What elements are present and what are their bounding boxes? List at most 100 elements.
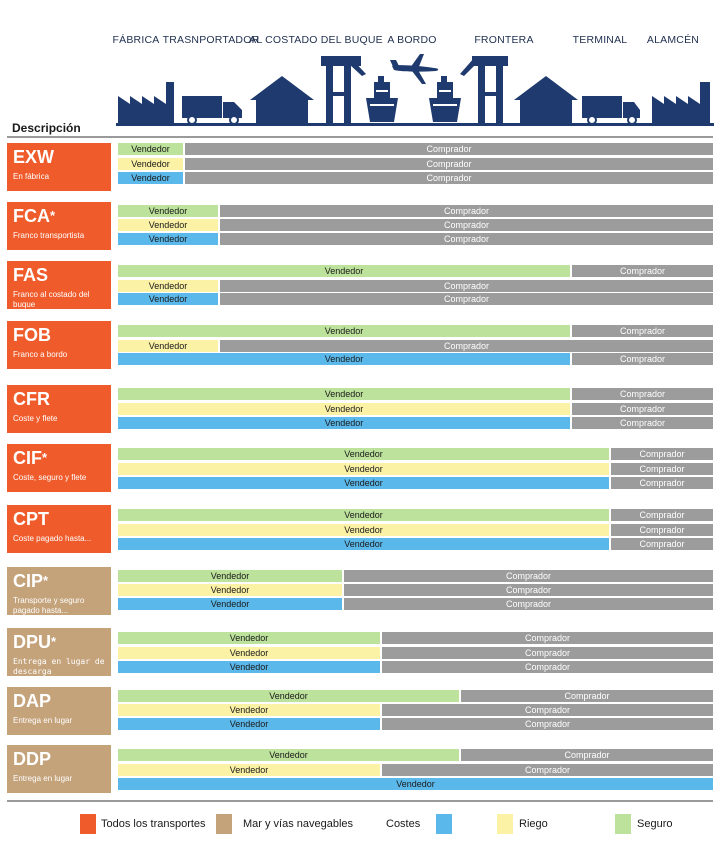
incoterm-ddp: DDP Entrega en lugar: [7, 745, 111, 793]
incoterm-name: Franco transportista: [13, 231, 85, 240]
legend-item: Mar y vías navegables: [0, 814, 720, 834]
seller-segment: Vendedor: [118, 509, 609, 521]
incoterm-code: DDP: [13, 749, 105, 769]
incoterm-code-text: CIP: [13, 571, 44, 591]
legend-swatch: [80, 814, 96, 834]
seller-segment: Vendedor: [118, 293, 218, 305]
seller-segment: Vendedor: [118, 704, 380, 716]
legend-label: Mar y vías navegables: [243, 818, 354, 830]
crane-icon: [321, 56, 366, 124]
stage-label: AL COSTADO DEL BUQUE: [249, 34, 383, 46]
truck-icon: [182, 96, 242, 125]
incoterm-code: DAP: [13, 691, 105, 711]
seller-segment: Vendedor: [118, 448, 609, 460]
incoterm-name: En fábrica: [13, 172, 50, 181]
buyer-segment: Comprador: [344, 570, 713, 582]
stage-label: ALAMCÉN: [646, 34, 700, 46]
buyer-segment: Comprador: [611, 524, 713, 536]
buyer-segment: Comprador: [382, 632, 713, 644]
incoterm-dap: DAP Entrega en lugar: [7, 687, 111, 735]
incoterm-name: Entrega en lugar de descarga: [13, 657, 105, 676]
legend-label: Costes: [386, 818, 421, 830]
seller-segment: Vendedor: [118, 598, 342, 610]
truck-icon: [582, 96, 640, 125]
seller-segment: Vendedor: [118, 718, 380, 730]
ship-icon: [366, 76, 398, 122]
incoterm-star: *: [43, 573, 49, 588]
seller-segment: Vendedor: [118, 325, 570, 337]
seller-segment: Vendedor: [118, 219, 218, 231]
incoterm-code-text: DDP: [13, 749, 52, 769]
buyer-segment: Comprador: [572, 388, 713, 400]
airplane-icon: [390, 54, 439, 84]
incoterm-dpu: DPU*Entrega en lugar de descarga: [7, 628, 111, 676]
incoterm-name: Entrega en lugar: [13, 716, 73, 725]
logistics-illustration: [116, 54, 714, 126]
incoterm-code: FOB: [13, 325, 105, 345]
legend-swatch: [615, 814, 631, 834]
seller-segment: Vendedor: [118, 143, 183, 155]
incoterm-code-text: DAP: [13, 691, 52, 711]
seller-segment: Vendedor: [118, 632, 380, 644]
stage-label: A BORDO: [387, 34, 437, 46]
incoterm-code: FCA*: [13, 206, 105, 226]
buyer-segment: Comprador: [382, 661, 713, 673]
incoterm-code: CIP*: [13, 571, 105, 591]
buyer-segment: Comprador: [572, 417, 713, 429]
seller-segment: Vendedor: [118, 647, 380, 659]
incoterm-name: Coste y flete: [13, 414, 58, 423]
ship-icon: [429, 76, 461, 122]
buyer-segment: Comprador: [572, 265, 713, 277]
legend-swatch: [436, 814, 452, 834]
incoterm-code-text: FOB: [13, 325, 51, 345]
incoterm-code-text: CFR: [13, 389, 50, 409]
stage-label: TERMINAL: [572, 34, 628, 46]
buyer-segment: Comprador: [611, 463, 713, 475]
legend-swatch: [216, 814, 232, 834]
stage-label: TRASNPORTADOR: [162, 34, 260, 46]
incoterm-star: *: [42, 450, 48, 465]
buyer-segment: Comprador: [220, 280, 713, 292]
incoterm-name: Transporte y seguro pagado hasta...: [13, 596, 85, 615]
incoterm-code: EXW: [13, 147, 105, 167]
incoterm-code: CFR: [13, 389, 105, 409]
incoterm-name: Franco al costado del buque: [13, 290, 90, 309]
incoterm-name: Entrega en lugar: [13, 774, 73, 783]
incoterm-code-text: FCA: [13, 206, 50, 226]
incoterm-code-text: CIF: [13, 448, 42, 468]
buyer-segment: Comprador: [572, 325, 713, 337]
seller-segment: Vendedor: [118, 477, 609, 489]
header-divider: [7, 136, 713, 138]
description-heading: Descripción: [12, 121, 81, 135]
buyer-segment: Comprador: [611, 538, 713, 550]
buyer-segment: Comprador: [344, 598, 713, 610]
incoterm-code-text: CPT: [13, 509, 49, 529]
legend-label: Todos los transportes: [101, 818, 206, 830]
incoterm-cfr: CFR Coste y flete: [7, 385, 111, 433]
seller-segment: Vendedor: [118, 205, 218, 217]
responsibility-row-costs: Vendedor: [118, 778, 713, 790]
stage-label: FÁBRICA: [112, 34, 160, 46]
legend-swatch: [497, 814, 513, 834]
legend-label: Riego: [519, 818, 548, 830]
buyer-segment: Comprador: [382, 764, 713, 776]
